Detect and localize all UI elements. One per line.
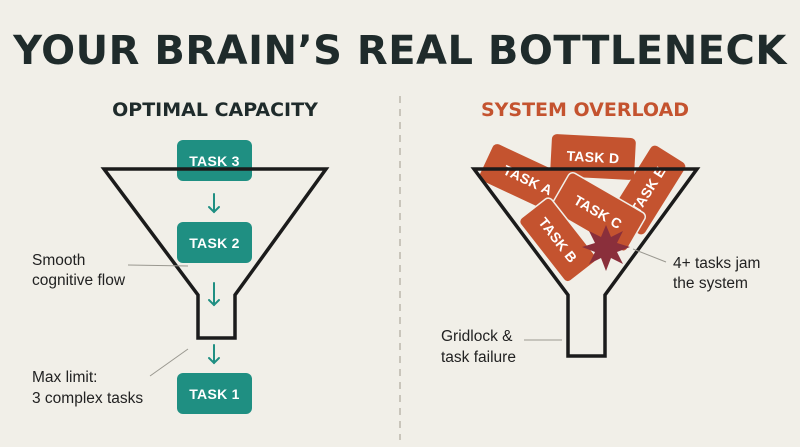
funnel — [470, 167, 701, 358]
arrow-down-icon — [208, 193, 220, 214]
optimal-capacity-heading: OPTIMAL CAPACITY — [112, 99, 318, 121]
annotation-jam: 4+ tasks jam the system — [673, 255, 765, 292]
annotation-line: Max limit: — [32, 369, 97, 386]
arrow-down-icon — [208, 344, 220, 365]
starburst-icon — [582, 225, 630, 271]
task-label: TASK 3 — [189, 153, 240, 169]
task-card: TASK 3 — [177, 140, 252, 181]
annotation-line: Smooth — [32, 252, 85, 269]
task-card: TASK 2 — [177, 222, 252, 263]
task-card: TASK 1 — [177, 373, 252, 414]
task-card: TASK C — [549, 172, 647, 252]
system-overload-heading: SYSTEM OVERLOAD — [481, 99, 689, 121]
task-card: TASK D — [550, 134, 636, 180]
leader-line — [632, 248, 667, 263]
optimal-capacity-panel: OPTIMAL CAPACITY TASK 3 TASK 2 TASK 1 — [32, 99, 330, 414]
annotation-line: task failure — [441, 349, 516, 366]
system-overload-panel: SYSTEM OVERLOAD TASK D TASK E TASK A TAS… — [441, 99, 765, 366]
annotation-max-limit: Max limit: 3 complex tasks — [32, 369, 143, 407]
annotation-line: cognitive flow — [32, 272, 126, 289]
funnel — [100, 167, 330, 340]
task-label: TASK 2 — [189, 235, 240, 251]
leader-line — [149, 348, 189, 377]
arrow-down-icon — [208, 282, 220, 307]
task-label: TASK D — [566, 148, 620, 167]
annotation-line: Gridlock & — [441, 328, 513, 345]
page-title: YOUR BRAIN’S REAL BOTTLENECK — [12, 28, 788, 74]
annotation-line: 3 complex tasks — [32, 390, 143, 407]
annotation-line: 4+ tasks jam — [673, 255, 760, 272]
annotation-gridlock: Gridlock & task failure — [441, 328, 517, 366]
task-label: TASK 1 — [189, 386, 240, 402]
leader-line — [127, 264, 189, 267]
annotation-smooth-flow: Smooth cognitive flow — [32, 252, 126, 289]
annotation-line: the system — [673, 275, 748, 292]
